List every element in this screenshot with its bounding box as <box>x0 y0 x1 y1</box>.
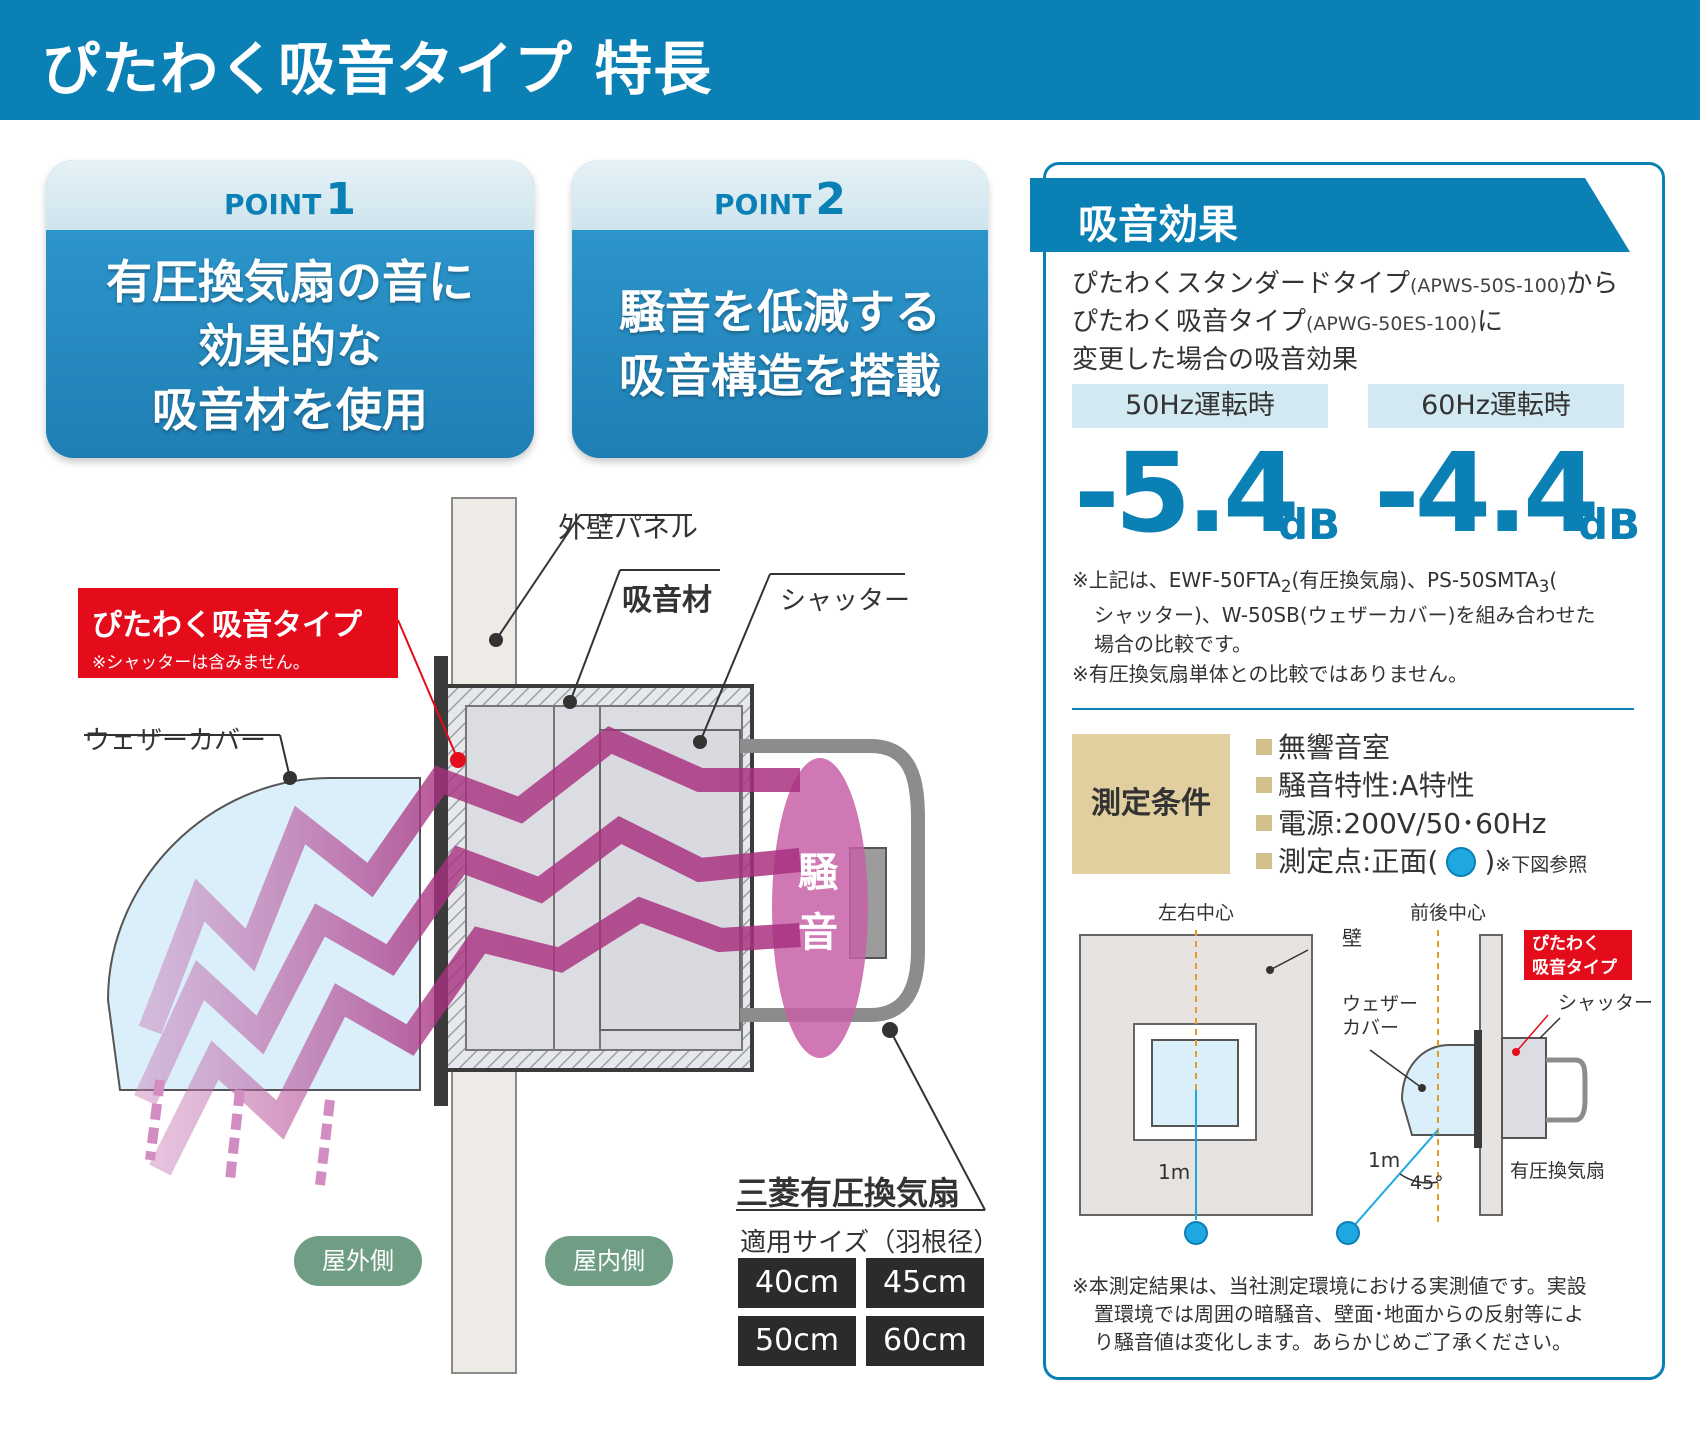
absorber-label: 吸音材 <box>622 583 712 618</box>
point-text: 有圧換気扇の音に <box>106 255 474 309</box>
fig-distance-side: 1m <box>1368 1148 1401 1172</box>
footnote-text: 置環境では周囲の暗騒音、壁面･地面からの反射等によ <box>1094 1302 1584 1326</box>
fig-tag-text: ぴたわく <box>1532 934 1600 954</box>
bullet-icon <box>1256 777 1272 793</box>
bullet-icon <box>1256 853 1272 869</box>
header-bar: ぴたわく吸音タイプ 特長 <box>0 0 1700 120</box>
weather-cover-label: ウェザーカバー <box>84 726 267 756</box>
product-tag-title: ぴたわく吸音タイプ <box>92 608 362 643</box>
measurement-figure <box>1079 930 1588 1245</box>
fan-title: 三菱有圧換気扇 <box>736 1174 961 1212</box>
result-value-50: -5.4 <box>1074 429 1300 557</box>
condition-text: 騒音特性:A特性 <box>1278 769 1475 802</box>
desc-text: 変更した場合の吸音効果 <box>1072 345 1359 375</box>
size-chip: 60cm <box>866 1316 984 1366</box>
point-text: 騒音を低減する <box>619 285 941 339</box>
note-text: ※上記は、EWF-50FTA <box>1072 568 1281 592</box>
condition-text: 無響音室 <box>1278 731 1391 764</box>
note-text: 場合の比較です。 <box>1094 632 1252 656</box>
bullet-icon <box>1256 739 1272 755</box>
installation-diagram <box>84 497 986 1374</box>
panel-title: 吸音効果 <box>1078 202 1238 248</box>
point-text: 吸音材を使用 <box>152 383 428 437</box>
desc-text: に <box>1477 307 1504 337</box>
lr-center-label: 左右中心 <box>1158 902 1235 924</box>
fig-tag-text: 吸音タイプ <box>1532 958 1617 978</box>
point-number: 2 <box>815 174 846 225</box>
inside-badge: 屋内側 <box>545 1236 673 1286</box>
condition-text: 電源:200V/50･60Hz <box>1278 807 1547 840</box>
condition-text: ) <box>1484 845 1496 878</box>
desc-model: (APWS-50S-100) <box>1410 275 1567 297</box>
point-text: 吸音構造を搭載 <box>619 349 941 403</box>
note-subscript: 2 <box>1280 577 1292 596</box>
result-value-60: -4.4 <box>1374 429 1600 557</box>
condition-text: 測定点:正面( <box>1278 845 1439 878</box>
fig-angle-label: 45° <box>1410 1172 1444 1194</box>
fig-weather-label: ウェザー カバー <box>1342 992 1418 1040</box>
bullet-icon <box>1256 815 1272 831</box>
fig-label-text: ウェザー <box>1342 993 1419 1015</box>
size-chip: 45cm <box>866 1258 984 1308</box>
comparison-note: ※上記は、EWF-50FTA2(有圧換気扇)、PS-50SMTA3( シャッター… <box>1072 566 1632 659</box>
panel-title-tab <box>1030 178 1630 252</box>
fan-subtitle: 適用サイズ（羽根径） <box>740 1228 1000 1258</box>
desc-text: ぴたわくスタンダードタイプ <box>1072 269 1411 299</box>
shutter-label: シャッター <box>780 586 911 616</box>
wall-label: 壁 <box>1342 926 1362 950</box>
conditions-title: 測定条件 <box>1072 734 1230 874</box>
fig-label-text: カバー <box>1342 1017 1400 1039</box>
outside-badge: 屋外側 <box>294 1236 422 1286</box>
fb-center-label: 前後中心 <box>1410 902 1487 924</box>
panel-description: ぴたわくスタンダードタイプ(APWS-50S-100)から ぴたわく吸音タイプ(… <box>1072 266 1618 378</box>
fig-shutter-label: シャッター <box>1558 992 1654 1014</box>
point-body: 騒音を低減する 吸音構造を搭載 <box>572 230 988 458</box>
fig-product-tag: ぴたわく 吸音タイプ <box>1524 930 1632 980</box>
point-label: POINT <box>714 188 812 221</box>
measure-point-icon <box>1446 847 1477 877</box>
condition-item: 測定点:正面()※下図参照 <box>1256 840 1587 880</box>
fig-fan-label: 有圧換気扇 <box>1510 1160 1606 1182</box>
point-text: 効果的な <box>198 319 382 373</box>
result-unit-50: dB <box>1278 500 1341 549</box>
condition-item: 電源:200V/50･60Hz <box>1256 802 1546 842</box>
result-unit-60: dB <box>1578 500 1641 549</box>
point-caption: POINT2 <box>572 160 988 230</box>
point-number: 1 <box>325 174 356 225</box>
page-title: ぴたわく吸音タイプ 特長 <box>42 35 713 103</box>
hz-label-60: 60Hz運転時 <box>1368 384 1624 428</box>
fig-distance-front: 1m <box>1158 1160 1191 1184</box>
condition-item: 無響音室 <box>1256 726 1390 766</box>
note-text: ( <box>1549 568 1558 592</box>
hz-label-50: 50Hz運転時 <box>1072 384 1328 428</box>
desc-model: (APWG-50ES-100) <box>1306 313 1478 335</box>
point-card-1: POINT1 有圧換気扇の音に 効果的な 吸音材を使用 <box>46 160 534 458</box>
noise-label-2: 音 <box>798 910 838 956</box>
point-card-2: POINT2 騒音を低減する 吸音構造を搭載 <box>572 160 988 458</box>
condition-item: 騒音特性:A特性 <box>1256 764 1475 804</box>
single-unit-note: ※有圧換気扇単体との比較ではありません。 <box>1072 662 1468 686</box>
footnote-text: ※本測定結果は、当社測定環境における実測値です。実設 <box>1072 1274 1587 1298</box>
size-chip: 40cm <box>738 1258 856 1308</box>
noise-label-1: 騒 <box>798 850 838 896</box>
panel-divider <box>1072 708 1634 710</box>
point-body: 有圧換気扇の音に 効果的な 吸音材を使用 <box>46 230 534 458</box>
note-subscript: 3 <box>1538 577 1550 596</box>
desc-text: ぴたわく吸音タイプ <box>1072 307 1307 337</box>
point-label: POINT <box>224 188 322 221</box>
measurement-footnote: ※本測定結果は、当社測定環境における実測値です。実設 置環境では周囲の暗騒音、壁… <box>1072 1272 1632 1356</box>
outer-panel-label: 外壁パネル <box>558 511 699 544</box>
size-chip: 50cm <box>738 1316 856 1366</box>
desc-text: から <box>1566 269 1619 299</box>
condition-note: ※下図参照 <box>1495 854 1588 876</box>
note-text: (有圧換気扇)、PS-50SMTA <box>1291 568 1539 592</box>
point-caption: POINT1 <box>46 160 534 230</box>
product-tag: ぴたわく吸音タイプ ※シャッターは含みません。 <box>78 588 398 678</box>
note-text: シャッター)、W-50SB(ウェザーカバー)を組み合わせた <box>1094 603 1596 627</box>
footnote-text: り騒音値は変化します。あらかじめご了承ください。 <box>1094 1330 1572 1354</box>
product-tag-note: ※シャッターは含みません。 <box>92 653 310 673</box>
